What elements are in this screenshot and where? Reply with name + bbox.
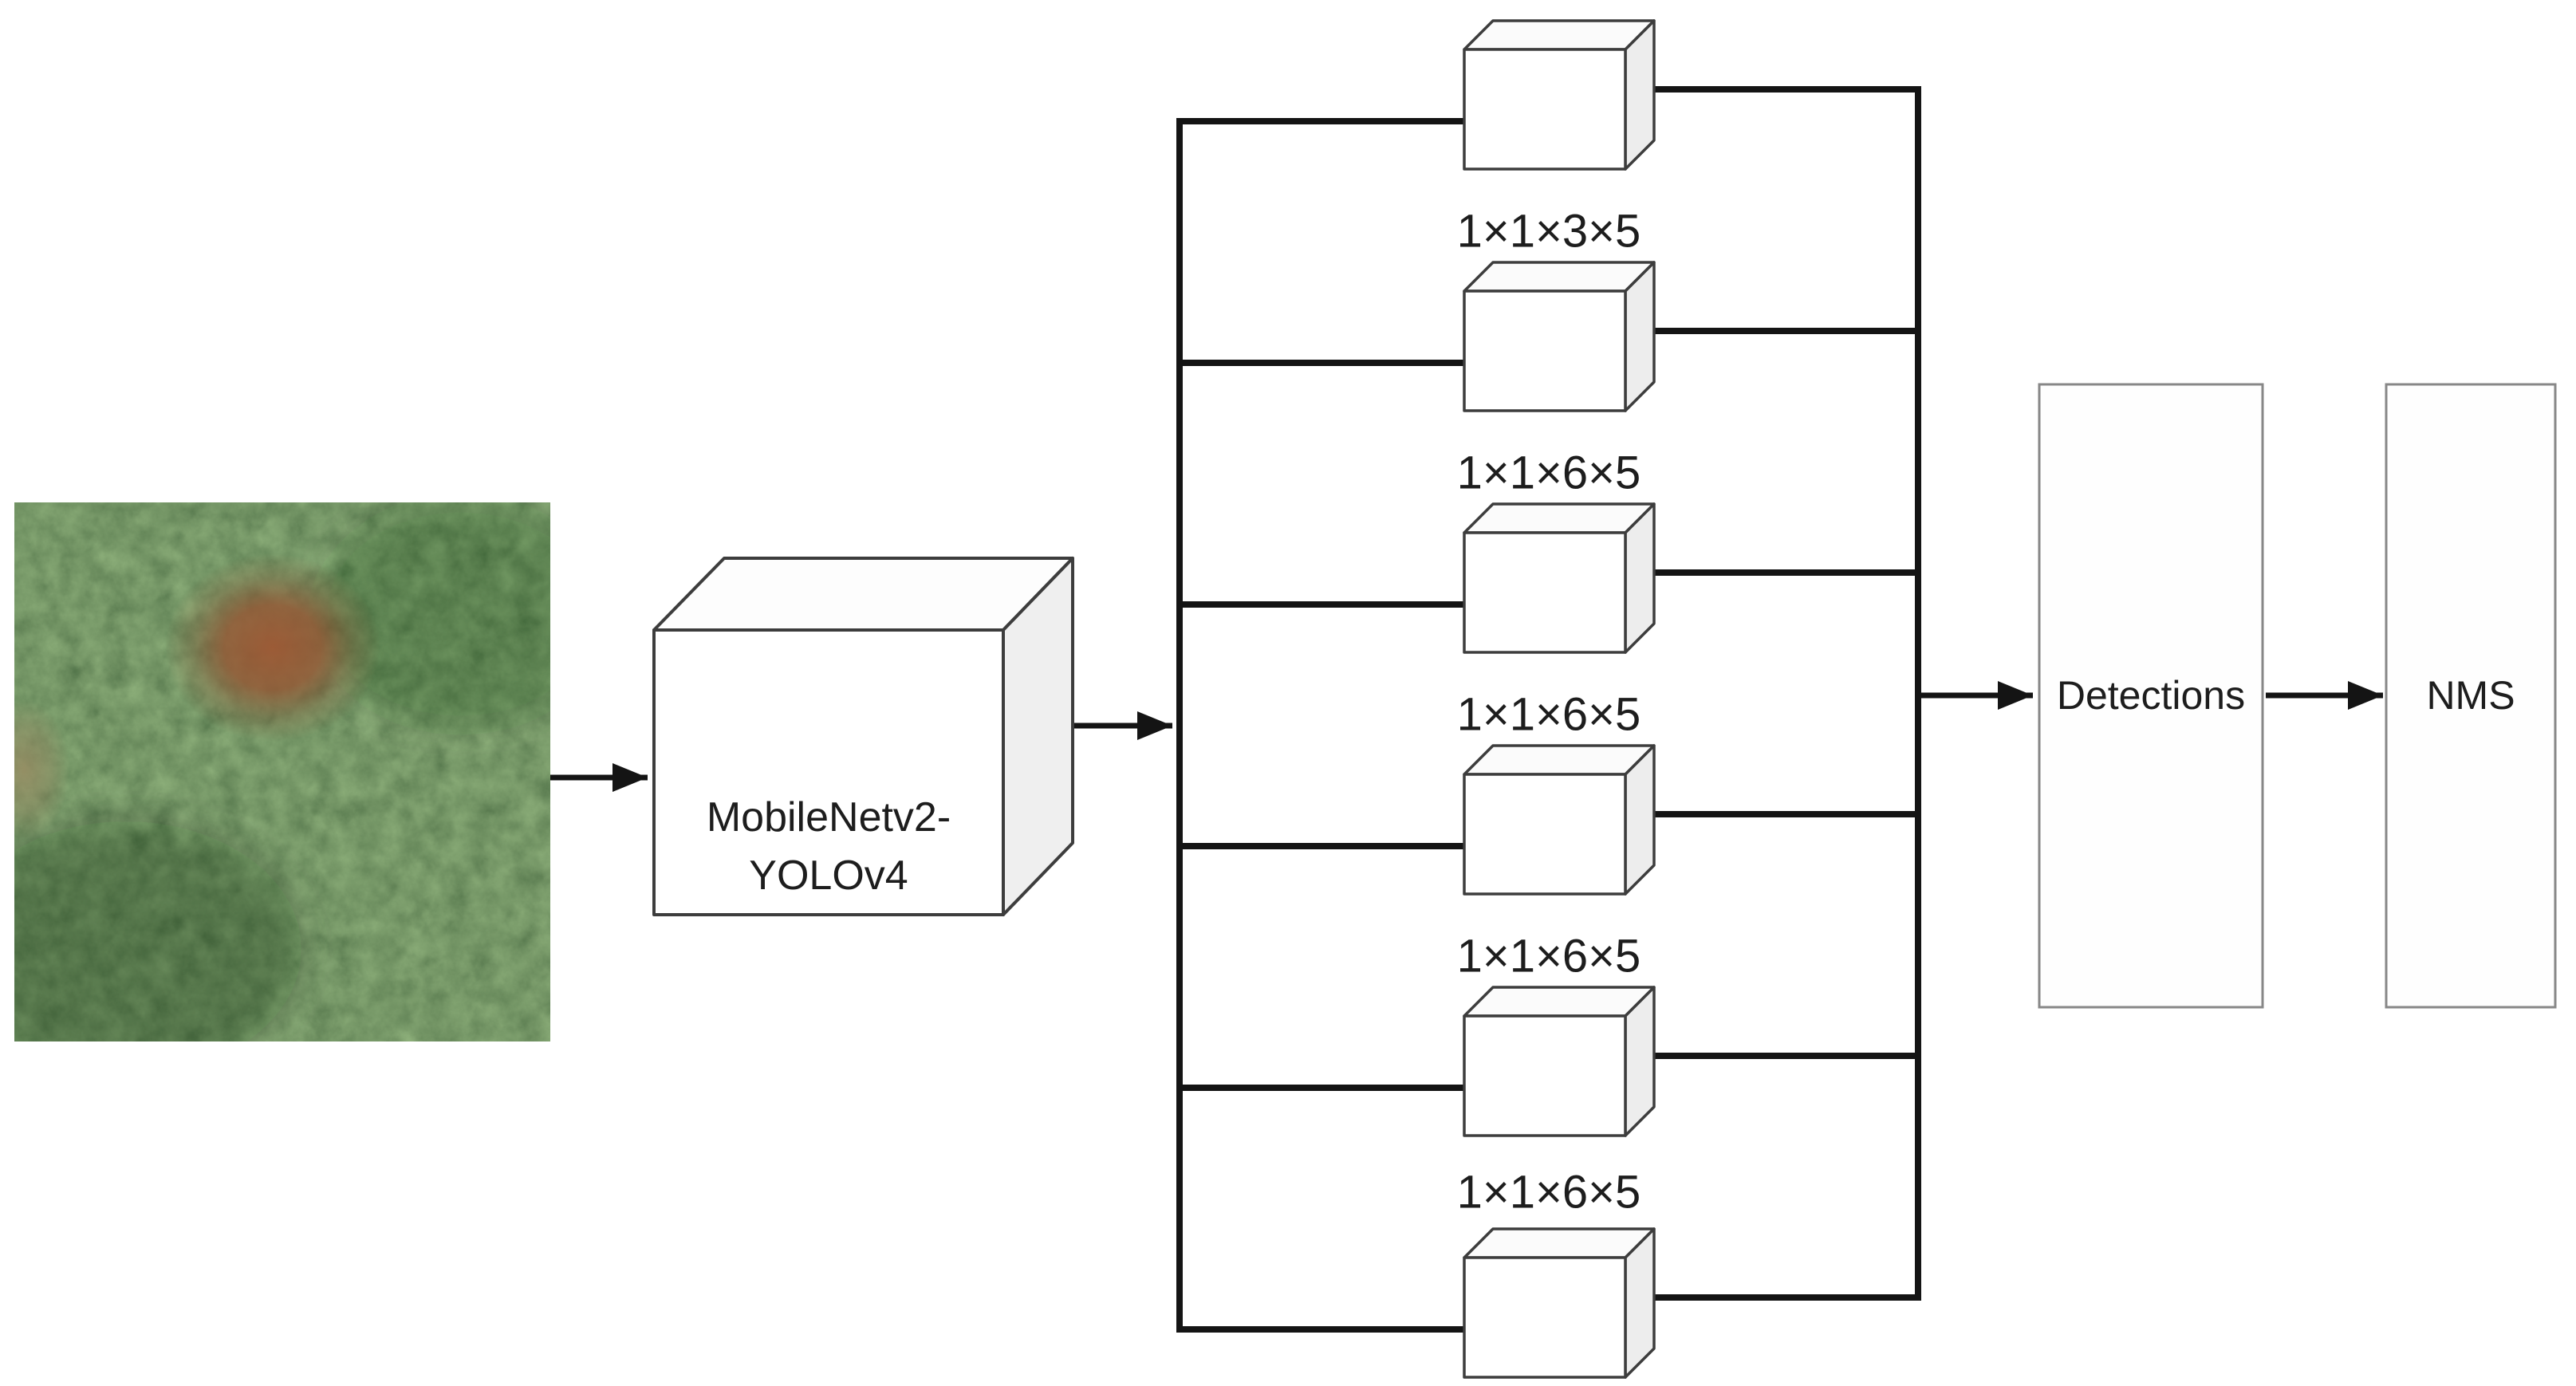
head-box-front-face [1463, 531, 1627, 654]
merge-lines-right [1654, 86, 1921, 1301]
head-label-3: 1×1×6×5 [1457, 689, 1641, 741]
head-box-4 [1463, 744, 1656, 896]
input-image [14, 502, 550, 1041]
backbone-front-face [652, 628, 1005, 916]
head-box-front-face [1463, 1014, 1627, 1137]
head-label-2: 1×1×6×5 [1457, 447, 1641, 499]
head-box-front-face [1463, 289, 1627, 412]
branch-lines-left [1176, 118, 1464, 1333]
forest-red-tree-patch [165, 553, 380, 742]
backbone-top-face [652, 557, 1074, 632]
forest-dark-patch [14, 821, 301, 1041]
head-box-front-face [1463, 773, 1627, 896]
head-box-top-face [1463, 19, 1656, 51]
head-box-front-face [1463, 48, 1627, 171]
head-box-1 [1463, 19, 1656, 171]
head-box-5 [1463, 986, 1656, 1137]
head-box-front-face [1463, 1256, 1627, 1379]
nms-label: NMS [2426, 673, 2515, 718]
backbone-label-line2: YOLOv4 [749, 852, 908, 899]
head-label-5: 1×1×6×5 [1457, 1167, 1641, 1219]
detections-box [2038, 383, 2264, 1009]
nms-box [2385, 383, 2557, 1009]
backbone-box [652, 557, 1074, 916]
head-label-1: 1×1×3×5 [1457, 206, 1641, 258]
backbone-label-line1: MobileNetv2- [707, 794, 951, 841]
head-box-top-face [1463, 1227, 1656, 1259]
head-label-4: 1×1×6×5 [1457, 931, 1641, 982]
forest-bare-ground-patch [14, 699, 70, 840]
branch-trunk-left [1176, 118, 1464, 1333]
head-box-3 [1463, 502, 1656, 654]
head-box-6 [1463, 1227, 1656, 1379]
head-box-2 [1463, 261, 1656, 412]
head-box-top-face [1463, 986, 1656, 1018]
detections-label: Detections [2057, 673, 2245, 718]
head-box-top-face [1463, 261, 1656, 293]
head-box-top-face [1463, 744, 1656, 776]
head-box-top-face [1463, 502, 1656, 534]
merge-trunk-right [1654, 86, 1921, 1301]
